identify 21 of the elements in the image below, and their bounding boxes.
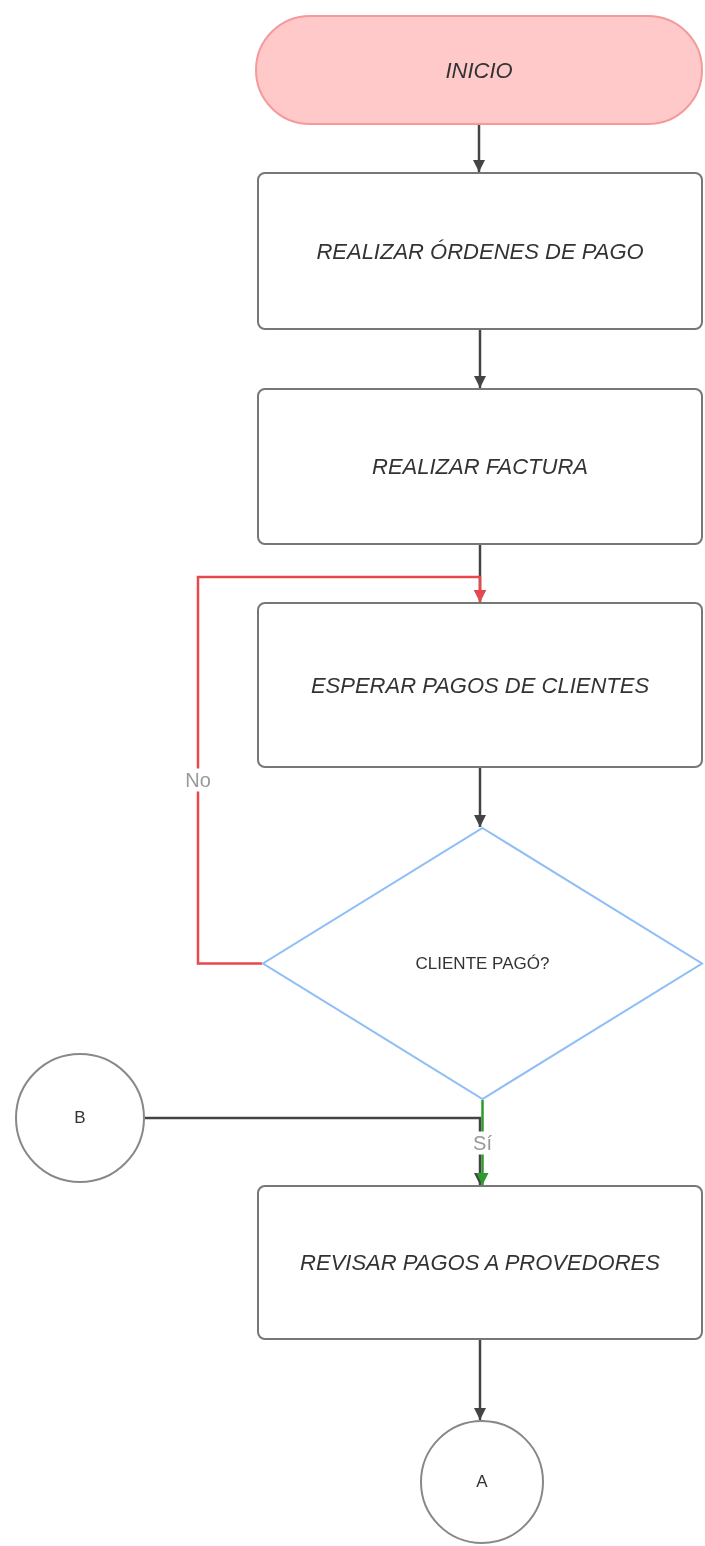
step-label: REALIZAR FACTURA [371,453,589,481]
process-box [257,602,703,768]
step-label: REALIZAR ÓRDENES DE PAGO [315,237,645,266]
connector-letter: A [475,1471,489,1494]
decision-label: CLIENTE PAGÓ? [414,952,551,975]
arrow [476,1100,489,1185]
step-label: REVISAR PAGOS A PROVEDORES [299,1249,661,1277]
edge-label: Sí [471,1131,494,1154]
arrow [472,125,486,172]
terminal-label: INICIO [444,56,514,85]
edge-label: No [183,768,213,792]
connector-letter: B [73,1107,87,1130]
process-box [257,388,703,545]
arrow [473,330,487,388]
decision-diamond [262,827,703,1100]
arrow [473,768,487,827]
step-label: ESPERAR PAGOS DE CLIENTES [309,671,651,700]
arrow [473,1340,487,1420]
process-box [257,1185,703,1340]
process-box [257,172,703,330]
arrow [196,575,487,965]
